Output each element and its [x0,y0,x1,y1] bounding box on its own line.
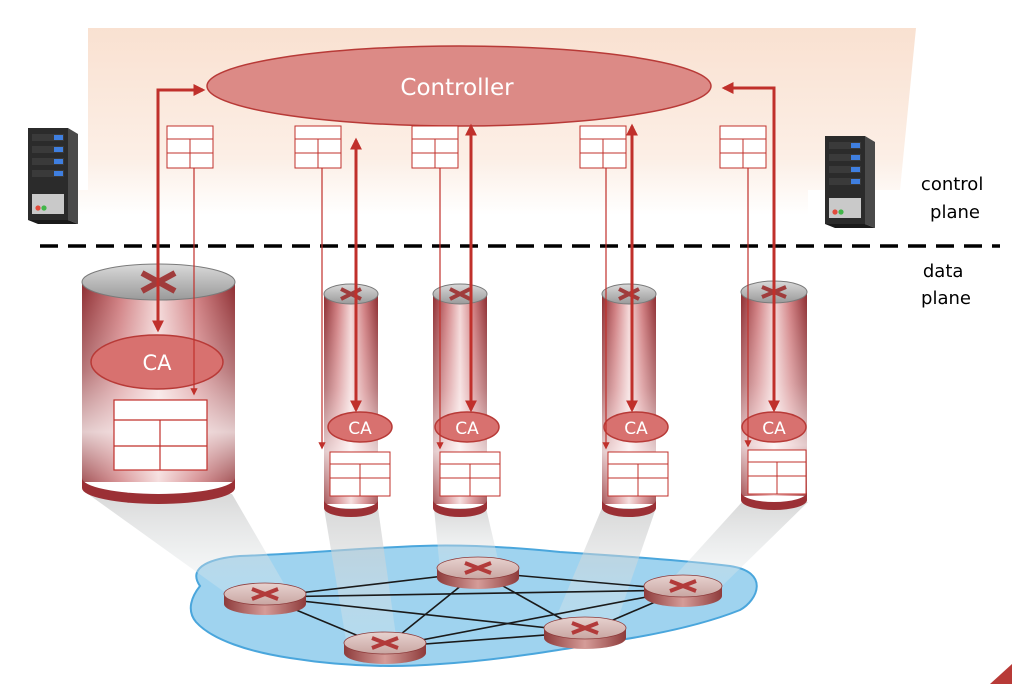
router-icon [643,574,723,607]
control-agent-label: CA [624,419,648,439]
flow-table-icon [439,451,501,497]
flow-table-icon [113,399,208,471]
control-agent-label: CA [142,351,172,375]
flow-table-icon [747,449,807,495]
router-icon [543,616,627,649]
flow-table-icon [411,125,459,169]
control-agent-label: CA [762,419,786,439]
switch-beam [662,502,808,590]
switch-beam [88,494,290,596]
switch-beam [324,508,398,652]
router-icon [223,582,307,615]
switch-beam [434,508,500,570]
server-icon [825,136,875,228]
flow-table-icon [166,125,214,169]
control-agent-label: CA [348,419,372,439]
router-icon [436,556,520,589]
control-agent-large [90,334,224,390]
flow-table-icon [719,125,767,169]
corner-decoration [990,664,1012,684]
flow-table-icon [607,451,669,497]
control-plane-label: control plane [921,174,989,223]
router-icon [343,631,427,664]
switch-beam [550,508,656,632]
server-icon [28,128,78,224]
flow-table-icon [294,125,342,169]
flow-table-icon [579,125,627,169]
controller-ellipse [206,45,712,127]
control-channel-arrows [152,82,780,413]
data-plane-label: data plane [921,261,971,309]
control-agent-label: CA [455,419,479,439]
flow-table-icon [329,451,391,497]
controller-label: Controller [400,75,514,101]
